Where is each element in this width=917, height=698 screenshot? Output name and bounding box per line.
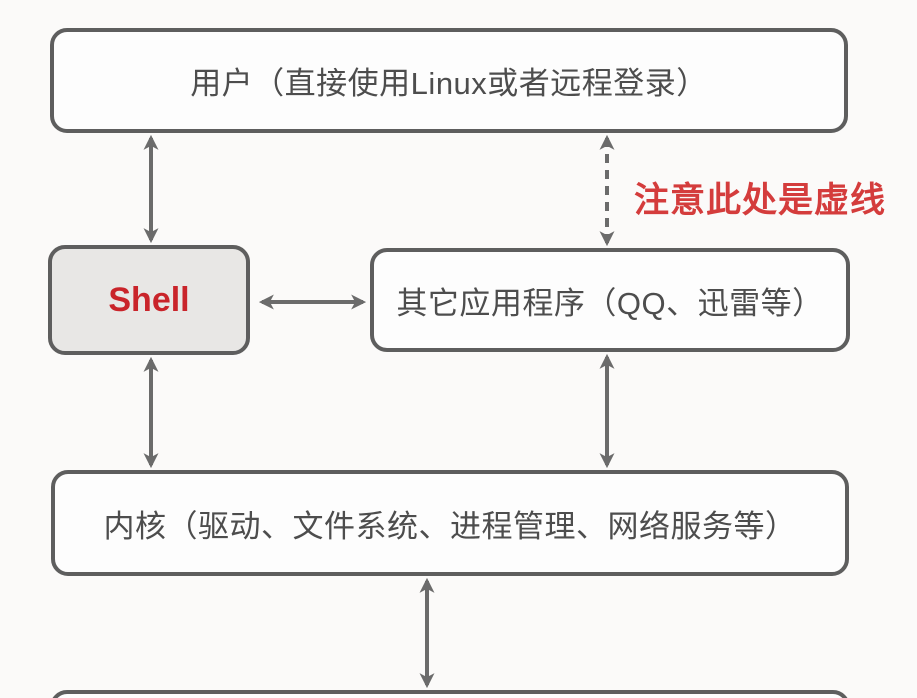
box-kernel: 内核（驱动、文件系统、进程管理、网络服务等） bbox=[51, 470, 849, 576]
box-hardware-partial bbox=[50, 690, 850, 698]
box-user-label: 用户（直接使用Linux或者远程登录） bbox=[190, 66, 708, 101]
box-shell-label: Shell bbox=[108, 280, 190, 319]
dashed-line-note: 注意此处是虚线 bbox=[634, 181, 887, 220]
box-shell: Shell bbox=[48, 245, 250, 355]
box-user: 用户（直接使用Linux或者远程登录） bbox=[50, 28, 848, 133]
box-apps: 其它应用程序（QQ、迅雷等） bbox=[370, 248, 850, 352]
box-apps-label: 其它应用程序（QQ、迅雷等） bbox=[396, 285, 824, 321]
box-kernel-label: 内核（驱动、文件系统、进程管理、网络服务等） bbox=[103, 508, 797, 544]
